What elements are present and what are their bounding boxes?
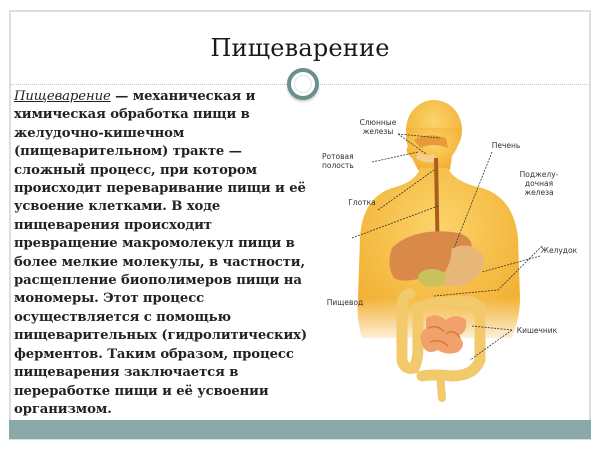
ring-ornament-icon: [287, 68, 319, 100]
definition-paragraph: Пищеварение — механическая и химическая …: [14, 88, 314, 419]
label-pancreas: Поджелу- дочная железа: [519, 170, 559, 197]
label-liver: Печень: [491, 141, 521, 150]
footer-accent-bar: [9, 420, 591, 439]
defined-term: Пищеварение: [14, 89, 111, 104]
slide-title: Пищеварение: [210, 34, 390, 62]
digestive-system-diagram: Слюнные железы Ротовая полость Глотка Пе…: [322, 98, 584, 408]
label-pharynx: Глотка: [348, 198, 376, 207]
label-salivary-glands: Слюнные железы: [359, 118, 397, 136]
label-esophagus: Пищевод: [326, 298, 364, 307]
label-oral-cavity: Ротовая полость: [322, 152, 354, 170]
definition-text: — механическая и химическая обработка пи…: [14, 89, 308, 417]
anatomy-illustration: [351, 100, 543, 402]
label-intestine: Кишечник: [516, 326, 558, 335]
label-stomach: Желудок: [540, 246, 578, 255]
